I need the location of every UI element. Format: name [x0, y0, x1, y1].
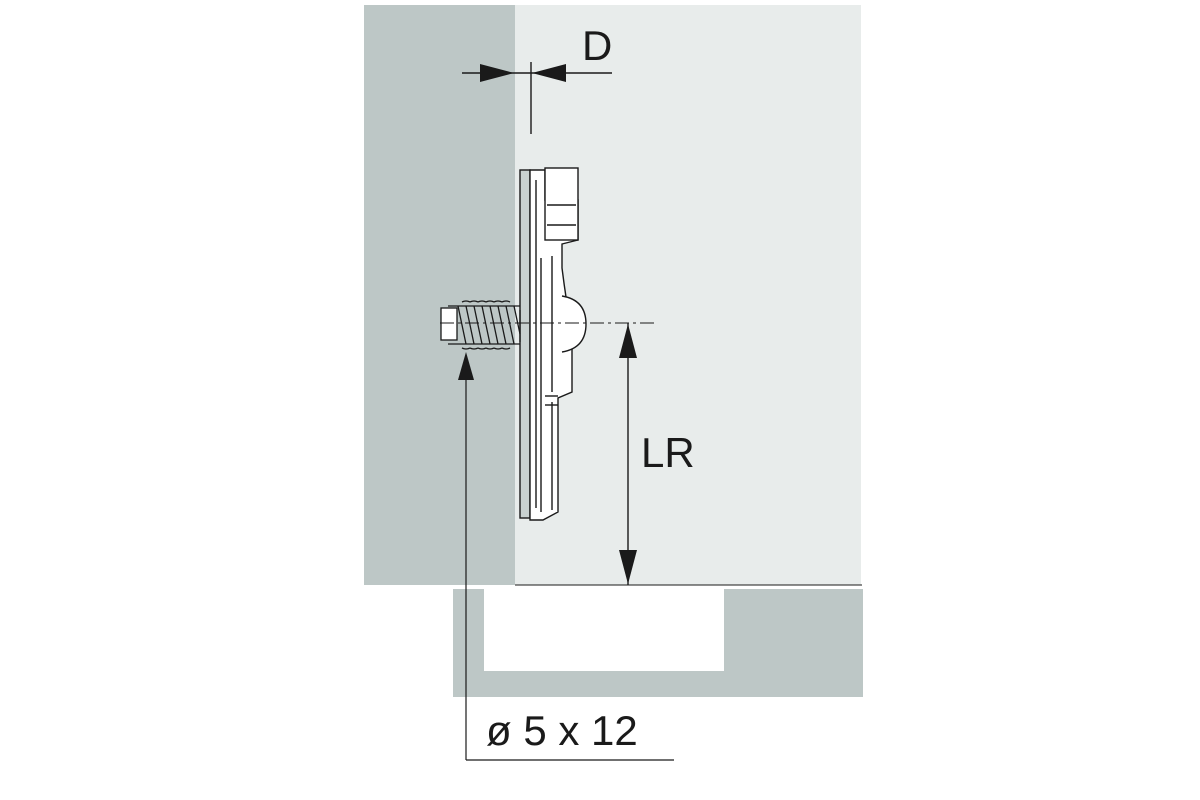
- screw-tip: [440, 307, 458, 341]
- cabinet: [364, 5, 862, 586]
- hinge-cup-recess: [484, 589, 724, 671]
- door-section: [453, 589, 863, 697]
- screw-size-label: ø 5 x 12: [486, 707, 638, 754]
- mounting-plate-base: [519, 169, 531, 519]
- dimension-d-arrow-right: [532, 64, 566, 82]
- dimension-lr-label: LR: [641, 429, 695, 476]
- dimension-d: [462, 62, 612, 134]
- mounting-plate-clip: [544, 167, 579, 241]
- screw: [440, 300, 521, 350]
- cabinet-side-panel: [364, 5, 515, 585]
- dimension-lr-arrow-top: [619, 324, 637, 358]
- dimension-lr: [619, 323, 637, 585]
- screw-size-arrow: [458, 352, 474, 380]
- screw-head: [561, 295, 587, 353]
- dimension-d-label: D: [582, 22, 612, 69]
- screw-size-leader: [458, 352, 674, 761]
- cabinet-front-face: [515, 5, 861, 585]
- dimension-lr-arrow-bottom: [619, 550, 637, 584]
- screw-shank: [448, 305, 521, 345]
- dimension-d-arrow-left: [480, 64, 514, 82]
- mounting-plate: [519, 167, 587, 521]
- screw-thread: [457, 300, 521, 350]
